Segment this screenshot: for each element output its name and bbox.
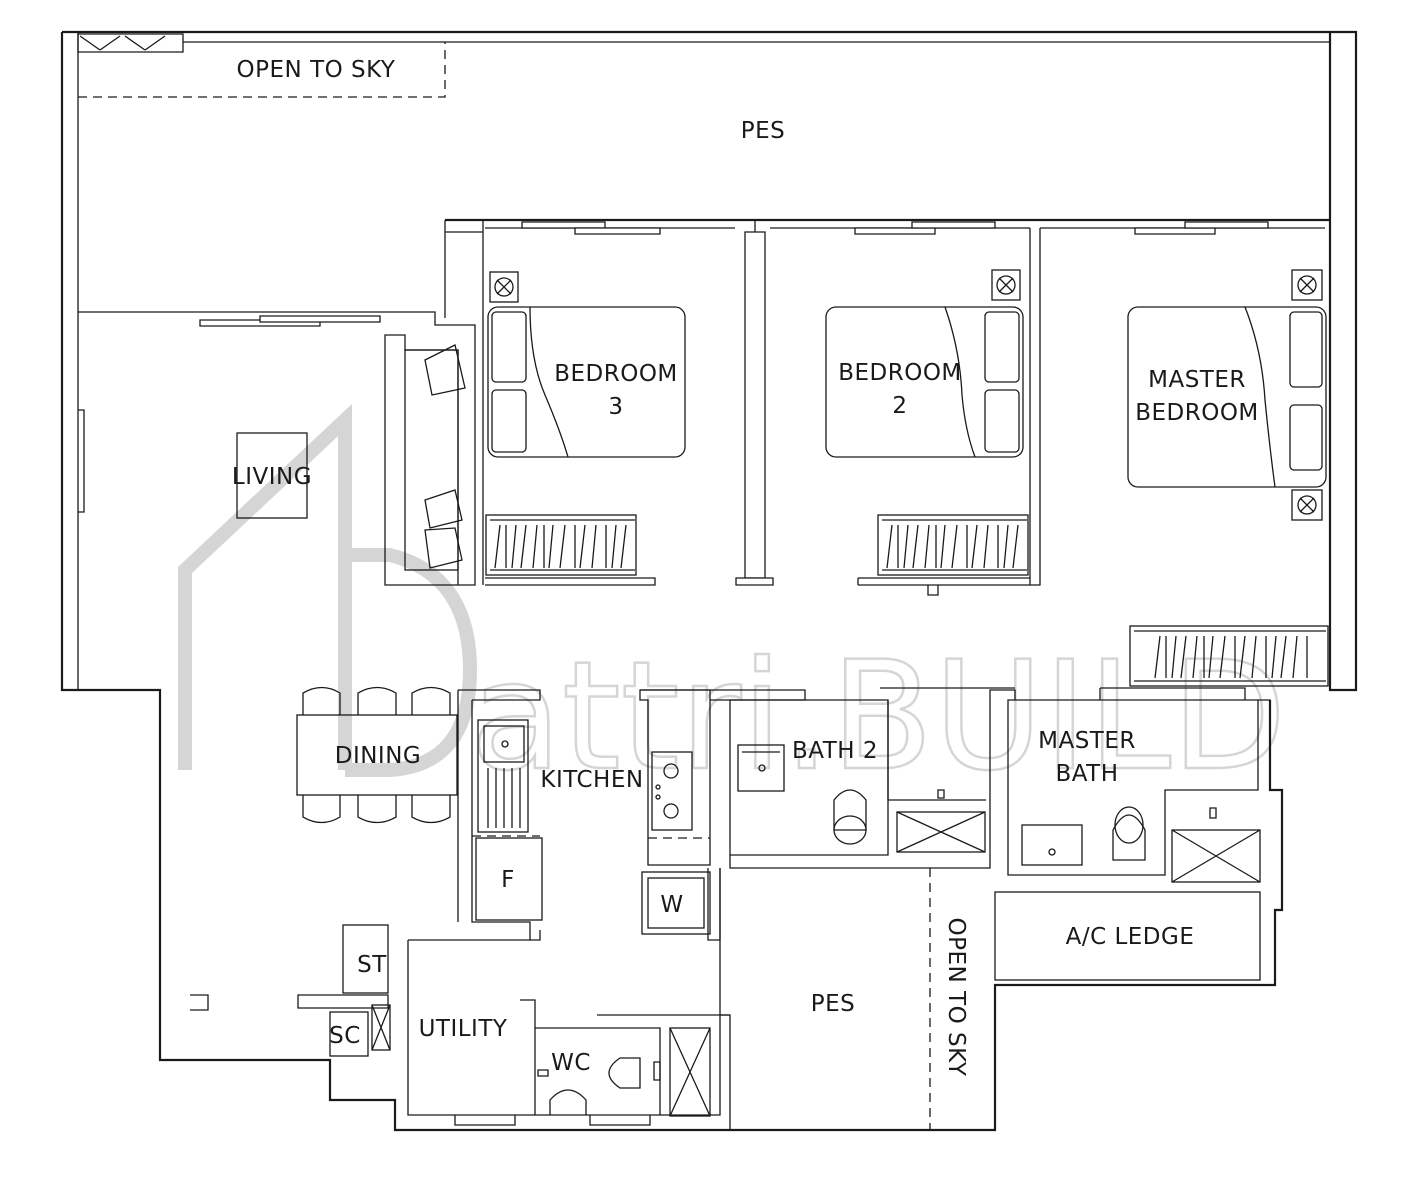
basin-icon: [1021, 824, 1083, 866]
pes-top-label: PES: [741, 118, 786, 144]
master-bath-label-2: BATH: [1055, 761, 1118, 787]
bed-icon: [825, 306, 1024, 458]
master-bath-label: MASTER: [1038, 728, 1136, 754]
utility-label: UTILITY: [419, 1016, 508, 1042]
basin-icon: [549, 1089, 587, 1115]
bedroom2-number: 2: [892, 393, 907, 419]
master-bath: MASTER BATH: [1007, 687, 1271, 883]
outer-walls: [60, 30, 1358, 1132]
bed-icon: [1127, 306, 1327, 488]
wc-label: WC: [551, 1050, 591, 1076]
shower-icon: [1171, 829, 1261, 883]
store-room: [342, 924, 389, 994]
basin-icon: [737, 744, 785, 792]
bedroom-walls: [444, 218, 1330, 596]
fridge-icon: [475, 837, 543, 921]
shelter-closet-label: SC: [329, 1023, 361, 1049]
bed-icon: [487, 306, 686, 458]
store-area: ST SC: [190, 924, 391, 1057]
bedroom3-number: 3: [608, 394, 623, 420]
master-bedroom: MASTER BEDROOM: [1127, 306, 1329, 687]
dining-table: [296, 714, 458, 796]
watermark-text: attri.BUILD: [470, 630, 1287, 804]
bedroom2-label: BEDROOM: [838, 360, 962, 386]
bedroom3-label: BEDROOM: [554, 361, 678, 387]
dining-label: DINING: [335, 743, 422, 769]
open-to-sky-top-label: OPEN TO SKY: [237, 57, 396, 83]
wardrobe: [877, 514, 1029, 576]
stove-icon: [651, 751, 693, 831]
shelter-closet: [329, 1011, 369, 1057]
ac-ledge-label: A/C LEDGE: [1066, 924, 1195, 950]
pillow-icon: [1289, 404, 1323, 471]
toilet-icon: [833, 789, 867, 831]
ac-ledge: A/C LEDGE: [994, 891, 1261, 981]
fridge-label: F: [501, 867, 515, 893]
store-label: ST: [357, 952, 387, 978]
bath-2: BATH 2: [729, 687, 1016, 869]
sofa-icon: [404, 349, 459, 571]
pillow-icon: [984, 311, 1020, 383]
pes-bottom: PES OPEN TO SKY: [719, 868, 969, 1130]
master-bedroom-label-2: BEDROOM: [1135, 400, 1259, 426]
dining-area: DINING: [296, 686, 458, 824]
bedroom-3: BEDROOM 3: [485, 306, 686, 576]
sink-icon: [477, 719, 529, 833]
kitchen: F KITCHEN W: [457, 689, 806, 941]
toilet-icon: [1112, 814, 1146, 861]
fan-icon: [489, 271, 519, 303]
coffee-table: [236, 432, 308, 519]
shower-icon: [669, 1027, 711, 1117]
shower-icon: [896, 811, 986, 853]
wardrobe: [485, 514, 637, 576]
pillow-icon: [984, 389, 1020, 453]
pes-bottom-label: PES: [811, 991, 856, 1017]
wardrobe: [1129, 625, 1329, 687]
master-bedroom-label: MASTER: [1148, 367, 1246, 393]
living-area: LIVING: [78, 311, 476, 586]
fan-icon: [1291, 489, 1323, 521]
fan-icon: [1291, 269, 1323, 301]
fan-icon: [991, 269, 1021, 301]
living-label: LIVING: [232, 464, 312, 490]
bath2-label: BATH 2: [792, 738, 878, 764]
washer-icon: [641, 871, 711, 935]
open-to-sky-bottom-label: OPEN TO SKY: [943, 918, 969, 1077]
pillow-icon: [1289, 311, 1323, 388]
fan-coil-units: [489, 269, 1323, 521]
bedroom-2: BEDROOM 2: [825, 306, 1029, 576]
toilet-icon: [608, 1057, 641, 1089]
pillow-icon: [491, 311, 527, 383]
open-to-sky-top: OPEN TO SKY: [77, 33, 446, 98]
washer-label: W: [660, 892, 683, 918]
utility-wc: UTILITY WC: [407, 939, 730, 1126]
kitchen-label: KITCHEN: [540, 767, 643, 793]
pillow-icon: [491, 389, 527, 453]
